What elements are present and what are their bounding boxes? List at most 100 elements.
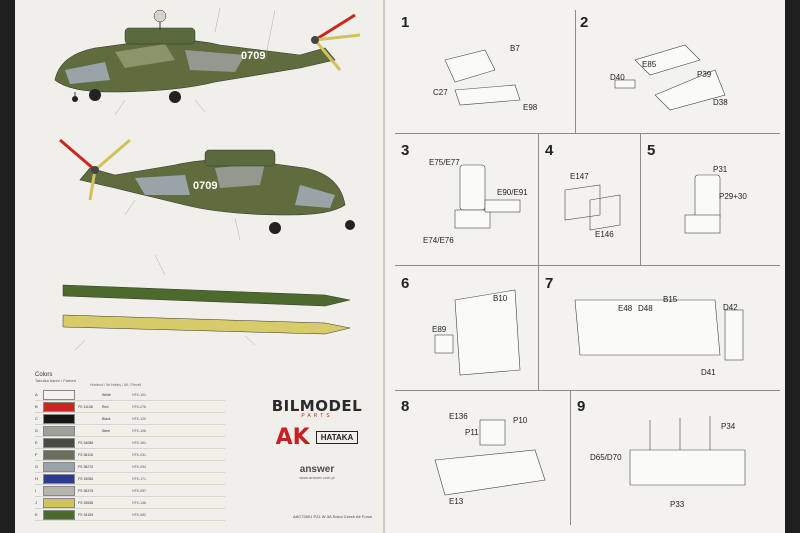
assembly-drawings: [434, 44, 746, 496]
right-page: 1 2 3 4 5 6 7 8 9 B7 C27 E98 E85 P39 D40…: [385, 0, 785, 533]
part-label: B7: [510, 44, 520, 53]
color-letter: D: [35, 428, 38, 433]
answer-logo: answer: [299, 464, 335, 475]
color-swatch: [43, 509, 75, 520]
part-label: E48: [618, 304, 633, 313]
part-label: D41: [701, 368, 716, 377]
color-letter: J: [35, 500, 37, 505]
part-label: E74/E76: [423, 236, 454, 245]
rotor-blade-yellow: [62, 314, 351, 335]
part-label: E136: [449, 412, 468, 421]
part-label: P34: [721, 422, 736, 431]
color-row: H FS 15056 HTK-171: [35, 473, 225, 485]
rotor-blade-green: [62, 284, 351, 307]
part-label: E147: [570, 172, 589, 181]
color-letter: B: [35, 404, 38, 409]
color-name: Steel: [102, 428, 110, 433]
color-swatch: [43, 461, 75, 472]
color-letter: G: [35, 464, 39, 469]
step-number-7: 7: [545, 275, 554, 292]
helicopter-top: [54, 9, 361, 103]
step-number-9: 9: [577, 398, 586, 415]
color-letter: F: [35, 452, 38, 457]
color-table-title: Colors: [35, 372, 53, 378]
step-number-6: 6: [401, 275, 410, 292]
step-number-8: 8: [401, 398, 410, 415]
color-row: F FS 36118 HTK-031: [35, 449, 225, 461]
color-ref: HTK-136: [132, 500, 147, 505]
color-swatch: [43, 497, 75, 508]
color-fs-code: FS 36270: [78, 464, 94, 469]
color-fs-code: FS 11136: [78, 404, 93, 409]
serial-number-top: 0709: [241, 50, 266, 62]
part-label: E85: [642, 60, 657, 69]
step-number-1: 1: [401, 14, 410, 31]
part-label: D38: [713, 98, 728, 107]
color-fs-code: FS 33538: [78, 500, 94, 505]
grid-divider: [395, 133, 780, 134]
step-number-2: 2: [580, 14, 589, 31]
color-table-header: Humbrol / Mr.Hobby / AK / Revell: [90, 383, 142, 387]
step-number-3: 3: [401, 142, 410, 159]
color-name: Black: [102, 416, 111, 421]
color-swatch: [43, 449, 75, 460]
bilmodel-logo: BILMODEL: [271, 397, 363, 415]
color-swatch: [43, 389, 75, 400]
part-label: B15: [663, 295, 678, 304]
color-swatch: [43, 413, 75, 424]
part-label: P29+30: [719, 192, 747, 201]
color-fs-code: FS 15056: [78, 476, 94, 481]
part-label: D65/D70: [590, 453, 622, 462]
color-ref: HTK-120: [132, 416, 147, 421]
color-letter: H: [35, 476, 38, 481]
part-label: C27: [433, 88, 448, 97]
color-fs-code: FS 36375: [78, 488, 94, 493]
color-ref: HTK-062: [132, 512, 147, 517]
color-fs-code: FS 36118: [78, 452, 93, 457]
ak-logo: AK: [275, 425, 310, 450]
color-swatch: [43, 437, 75, 448]
step-number-4: 4: [545, 142, 554, 159]
part-label: E89: [432, 325, 447, 334]
grid-divider: [538, 265, 539, 390]
grid-divider: [538, 133, 539, 265]
color-name: White: [102, 392, 111, 397]
color-row: C Black HTK-120: [35, 413, 225, 425]
helicopter-drawings: [54, 7, 361, 351]
color-ref: HTK-161: [132, 440, 147, 445]
part-label: P39: [697, 70, 712, 79]
color-fs-code: FS 34159: [78, 512, 94, 517]
helicopter-bottom: [59, 138, 355, 234]
color-row: B FS 11136 Red HTK-276: [35, 401, 225, 413]
color-ref: HTK-171: [132, 476, 147, 481]
grid-divider: [570, 390, 571, 525]
grid-divider: [575, 10, 576, 133]
color-ref: HTK-094: [132, 464, 147, 469]
part-label: B10: [493, 294, 508, 303]
part-label: E98: [523, 103, 538, 112]
color-ref: HTK-057: [132, 488, 147, 493]
color-swatch: [43, 485, 75, 496]
color-name: Red: [102, 404, 109, 409]
color-ref: HTK-276: [132, 404, 147, 409]
color-ref: HTK-031: [132, 452, 147, 457]
part-label: P10: [513, 416, 528, 425]
answer-url: www.answer.com.pl: [299, 475, 335, 480]
part-label: E13: [449, 497, 464, 506]
part-label: D42: [723, 303, 738, 312]
color-swatch: [43, 401, 75, 412]
part-label: E90/E91: [497, 188, 528, 197]
part-label: P33: [670, 500, 685, 509]
part-label: D40: [610, 73, 625, 82]
color-table-subtitle: Tabulka barev / Farben: [35, 378, 76, 383]
color-letter: A: [35, 392, 38, 397]
color-letter: C: [35, 416, 38, 421]
grid-divider: [640, 133, 641, 265]
color-fs-code: FS 34086: [78, 440, 94, 445]
